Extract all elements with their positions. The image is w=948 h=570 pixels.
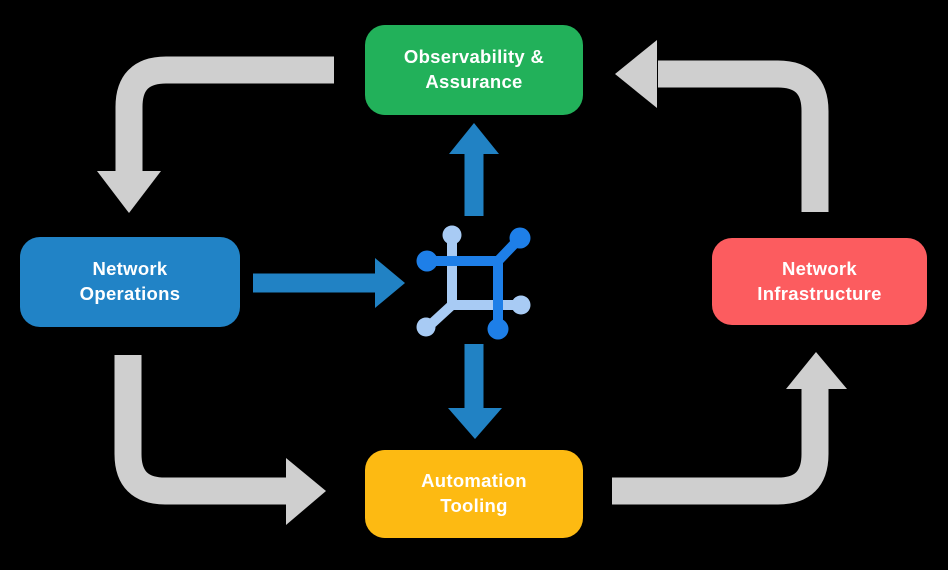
- mesh-node-dot: [511, 295, 531, 315]
- mesh-node-dot: [416, 250, 438, 272]
- cycle-arrow-shaft: [612, 389, 829, 505]
- flow-arrow-icon-to-tooling: [448, 344, 502, 439]
- network-mesh-icon: [416, 225, 531, 340]
- cycle-arrowhead-right: [286, 458, 326, 525]
- node-label: Network Infrastructure: [757, 257, 882, 304]
- mesh-node-dot: [416, 317, 436, 337]
- mesh-node-dot: [487, 318, 509, 340]
- mesh-node-dot: [509, 227, 531, 249]
- cycle-arrow-shaft: [114, 355, 287, 505]
- cycle-arrow-operations-to-tooling: [114, 355, 326, 525]
- cycle-arrowhead-left: [615, 40, 657, 108]
- cycle-arrow-shaft: [658, 60, 829, 212]
- cycle-arrow-infrastructure-to-observability: [615, 40, 829, 212]
- mesh-node-dot: [442, 225, 462, 245]
- cycle-arrow-observability-to-operations: [97, 56, 334, 213]
- cycle-arrow-tooling-to-infrastructure: [612, 352, 847, 505]
- flow-arrowhead-up: [449, 123, 499, 154]
- node-label: Observability & Assurance: [403, 46, 545, 92]
- node-label: Network Operations: [79, 258, 181, 304]
- flow-arrowhead-right: [375, 258, 405, 308]
- node-network-infrastructure: Network Infrastructure: [712, 238, 927, 325]
- cycle-arrowhead-up: [786, 352, 847, 389]
- node-label: Automation Tooling: [421, 470, 527, 516]
- flow-arrow-operations-to-icon: [253, 258, 405, 308]
- node-observability-assurance: Observability & Assurance: [365, 25, 583, 115]
- cycle-arrow-shaft: [115, 56, 334, 172]
- node-automation-tooling: Automation Tooling: [365, 450, 583, 538]
- flow-arrowhead-down: [448, 408, 502, 439]
- cycle-arrowhead-down: [97, 171, 161, 213]
- flow-arrow-icon-to-observability: [449, 123, 499, 216]
- node-network-operations: Network Operations: [20, 237, 240, 327]
